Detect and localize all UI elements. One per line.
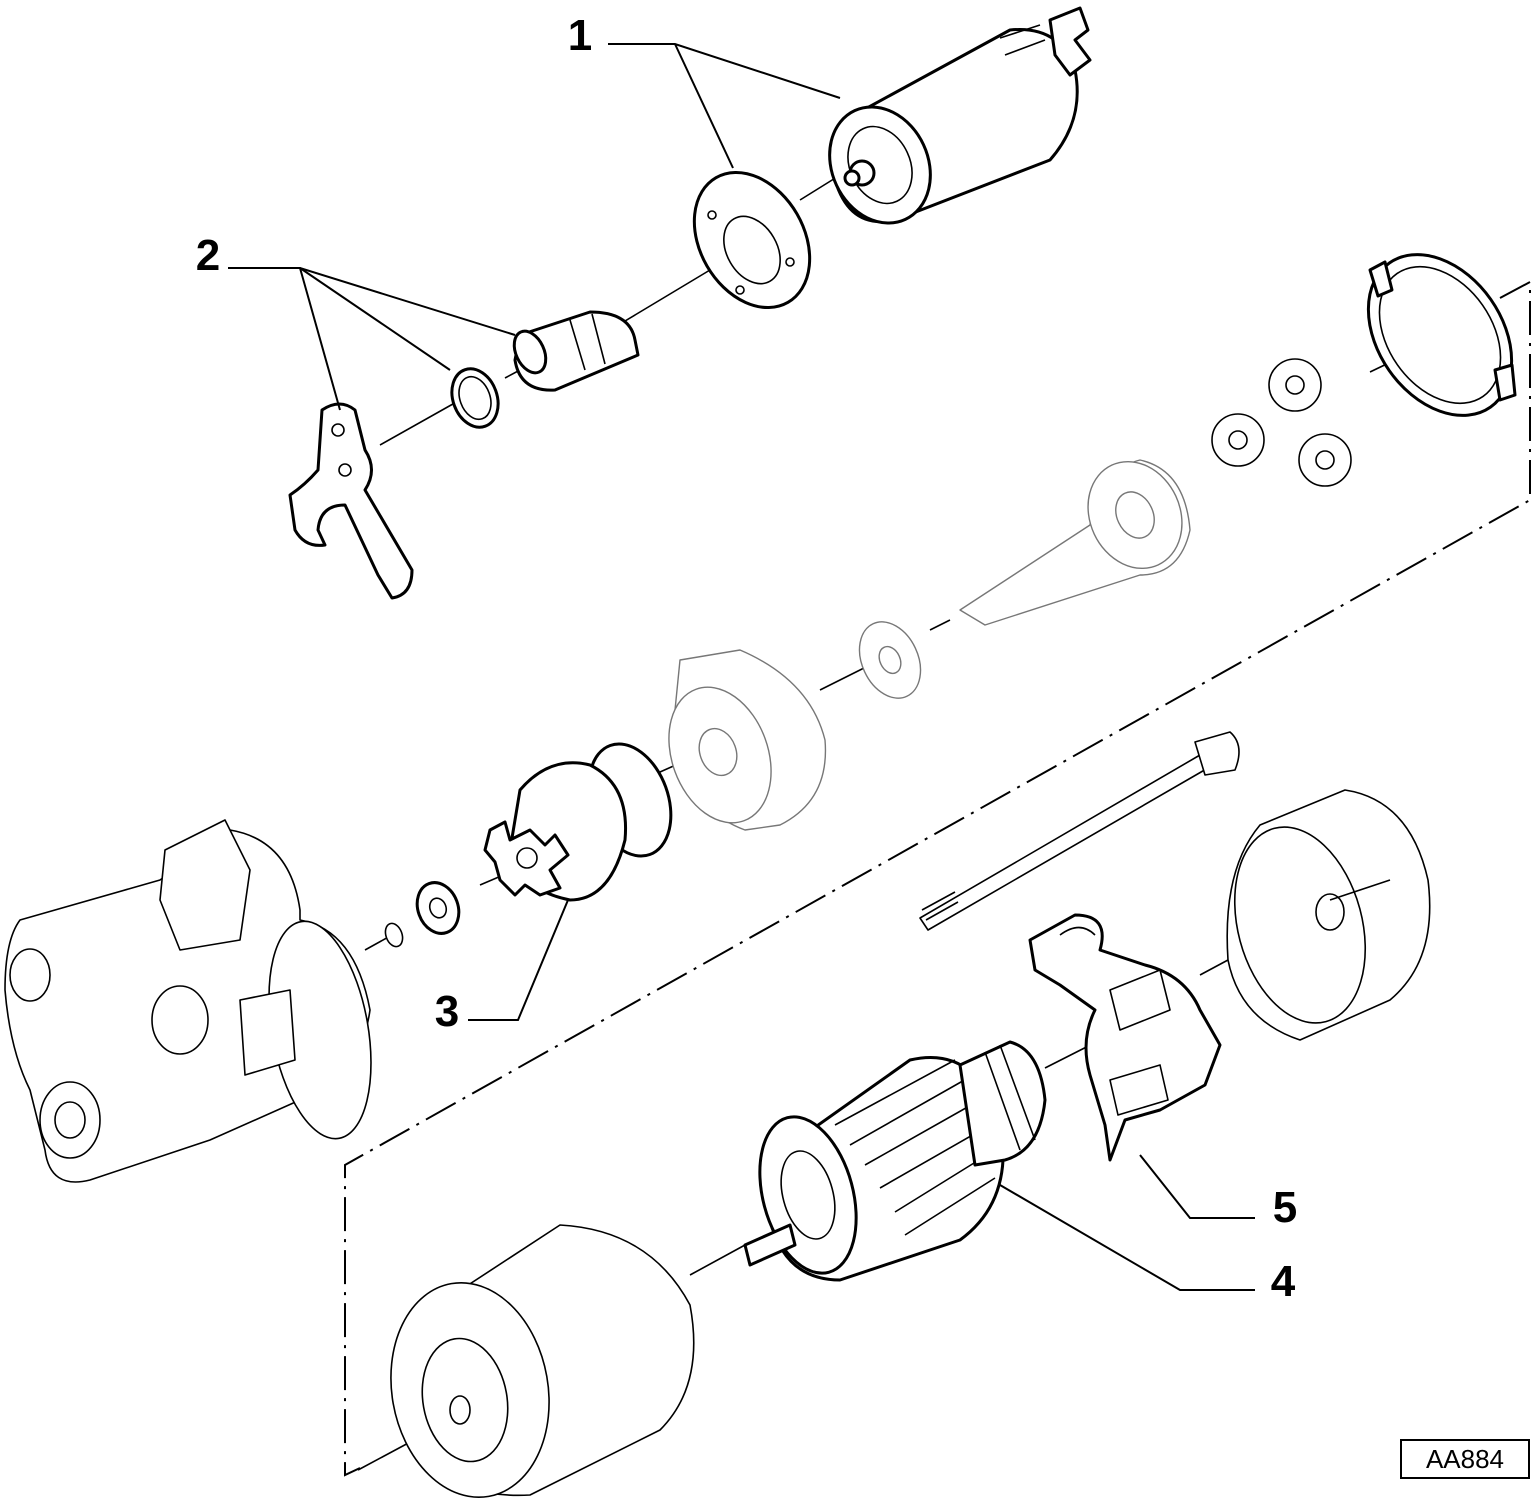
solenoid-plunger [512, 310, 640, 392]
reference-code: AA884 [1426, 1444, 1504, 1474]
through-bolt [919, 731, 1240, 931]
brush-holder [1028, 913, 1222, 1162]
pinion-drive [483, 742, 673, 902]
intermediate-bracket [668, 649, 827, 831]
clip-ring [450, 367, 500, 429]
commutator-end-cover [1226, 789, 1431, 1041]
retaining-clip [384, 922, 404, 948]
drive-fork-lever [288, 402, 414, 600]
planet-gears [1211, 358, 1352, 487]
callout-2: 2 [196, 231, 220, 280]
pinion-stop-collar [415, 881, 461, 935]
solenoid-switch [828, 6, 1092, 225]
yoke-field-frame [390, 1224, 695, 1499]
callout-5: 5 [1273, 1183, 1297, 1232]
solenoid-flange-plate [692, 170, 812, 310]
callout-4: 4 [1271, 1257, 1296, 1306]
reference-code-box: AA884 [1400, 1439, 1530, 1479]
leader-lines [228, 43, 1255, 1291]
ring-gear-internal [1366, 253, 1517, 417]
output-shaft-carrier [959, 459, 1191, 626]
bearing-washer [858, 621, 922, 699]
armature [743, 1040, 1047, 1282]
group-boundary-line [344, 280, 1531, 1477]
callout-3: 3 [435, 987, 459, 1036]
callout-1: 1 [568, 11, 592, 60]
drive-end-housing [4, 819, 372, 1183]
